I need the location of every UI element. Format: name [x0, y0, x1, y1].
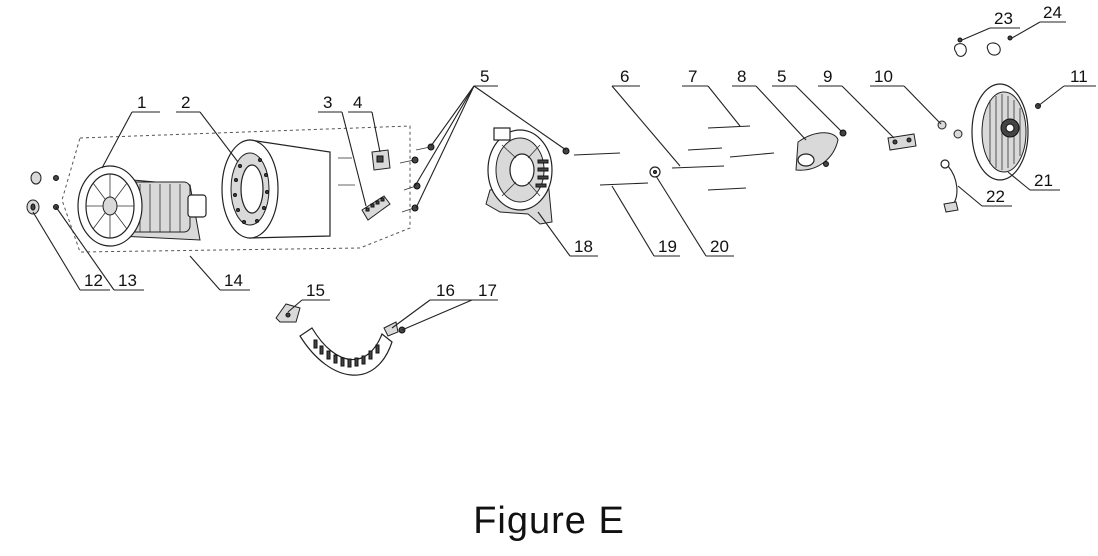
callout-16: 16	[436, 281, 455, 300]
handle-strap-part	[299, 321, 399, 376]
flat-washer-part	[649, 166, 661, 178]
callout-5-left: 5	[480, 67, 489, 86]
callout-5-right: 5	[777, 67, 786, 86]
leader-lines	[32, 21, 1096, 331]
callout-23: 23	[994, 9, 1013, 28]
stator-part	[221, 139, 355, 239]
callout-18: 18	[574, 237, 593, 256]
bearing-cover-part	[795, 129, 847, 171]
callout-1: 1	[137, 93, 146, 112]
bracket-part	[275, 303, 301, 323]
sleeve-part	[671, 152, 775, 169]
rectifier-part	[361, 195, 391, 221]
callout-11: 11	[1070, 67, 1088, 86]
fan-cover-part	[971, 83, 1041, 181]
callout-9: 9	[823, 67, 832, 86]
callout-14: 14	[224, 271, 243, 290]
nut-part	[26, 171, 42, 215]
callout-2: 2	[181, 93, 190, 112]
rotor-part	[77, 165, 207, 247]
callout-21: 21	[1034, 171, 1053, 190]
callout-10: 10	[874, 67, 893, 86]
callout-17: 17	[478, 281, 497, 300]
figure-caption: Figure E	[473, 500, 625, 542]
callout-7: 7	[688, 67, 697, 86]
callout-4: 4	[353, 93, 362, 112]
callout-22: 22	[986, 187, 1005, 206]
callout-24: 24	[1043, 3, 1062, 22]
callout-19: 19	[658, 237, 677, 256]
callout-20: 20	[710, 237, 729, 256]
end-bell-part	[485, 127, 570, 225]
callout-8: 8	[737, 67, 746, 86]
terminal-plate-part	[887, 133, 917, 151]
through-bolt-part	[573, 125, 751, 191]
brush-holder-part	[371, 149, 391, 171]
washer-part	[53, 175, 59, 210]
callout-12: 12	[84, 271, 103, 290]
cable-part	[940, 159, 959, 213]
callout-6: 6	[620, 67, 629, 86]
assembly-outline	[61, 125, 411, 253]
screw-part	[399, 143, 435, 213]
callout-13: 13	[118, 271, 137, 290]
callout-3: 3	[323, 93, 332, 112]
callout-15: 15	[306, 281, 325, 300]
hex-nut-part	[937, 120, 963, 139]
